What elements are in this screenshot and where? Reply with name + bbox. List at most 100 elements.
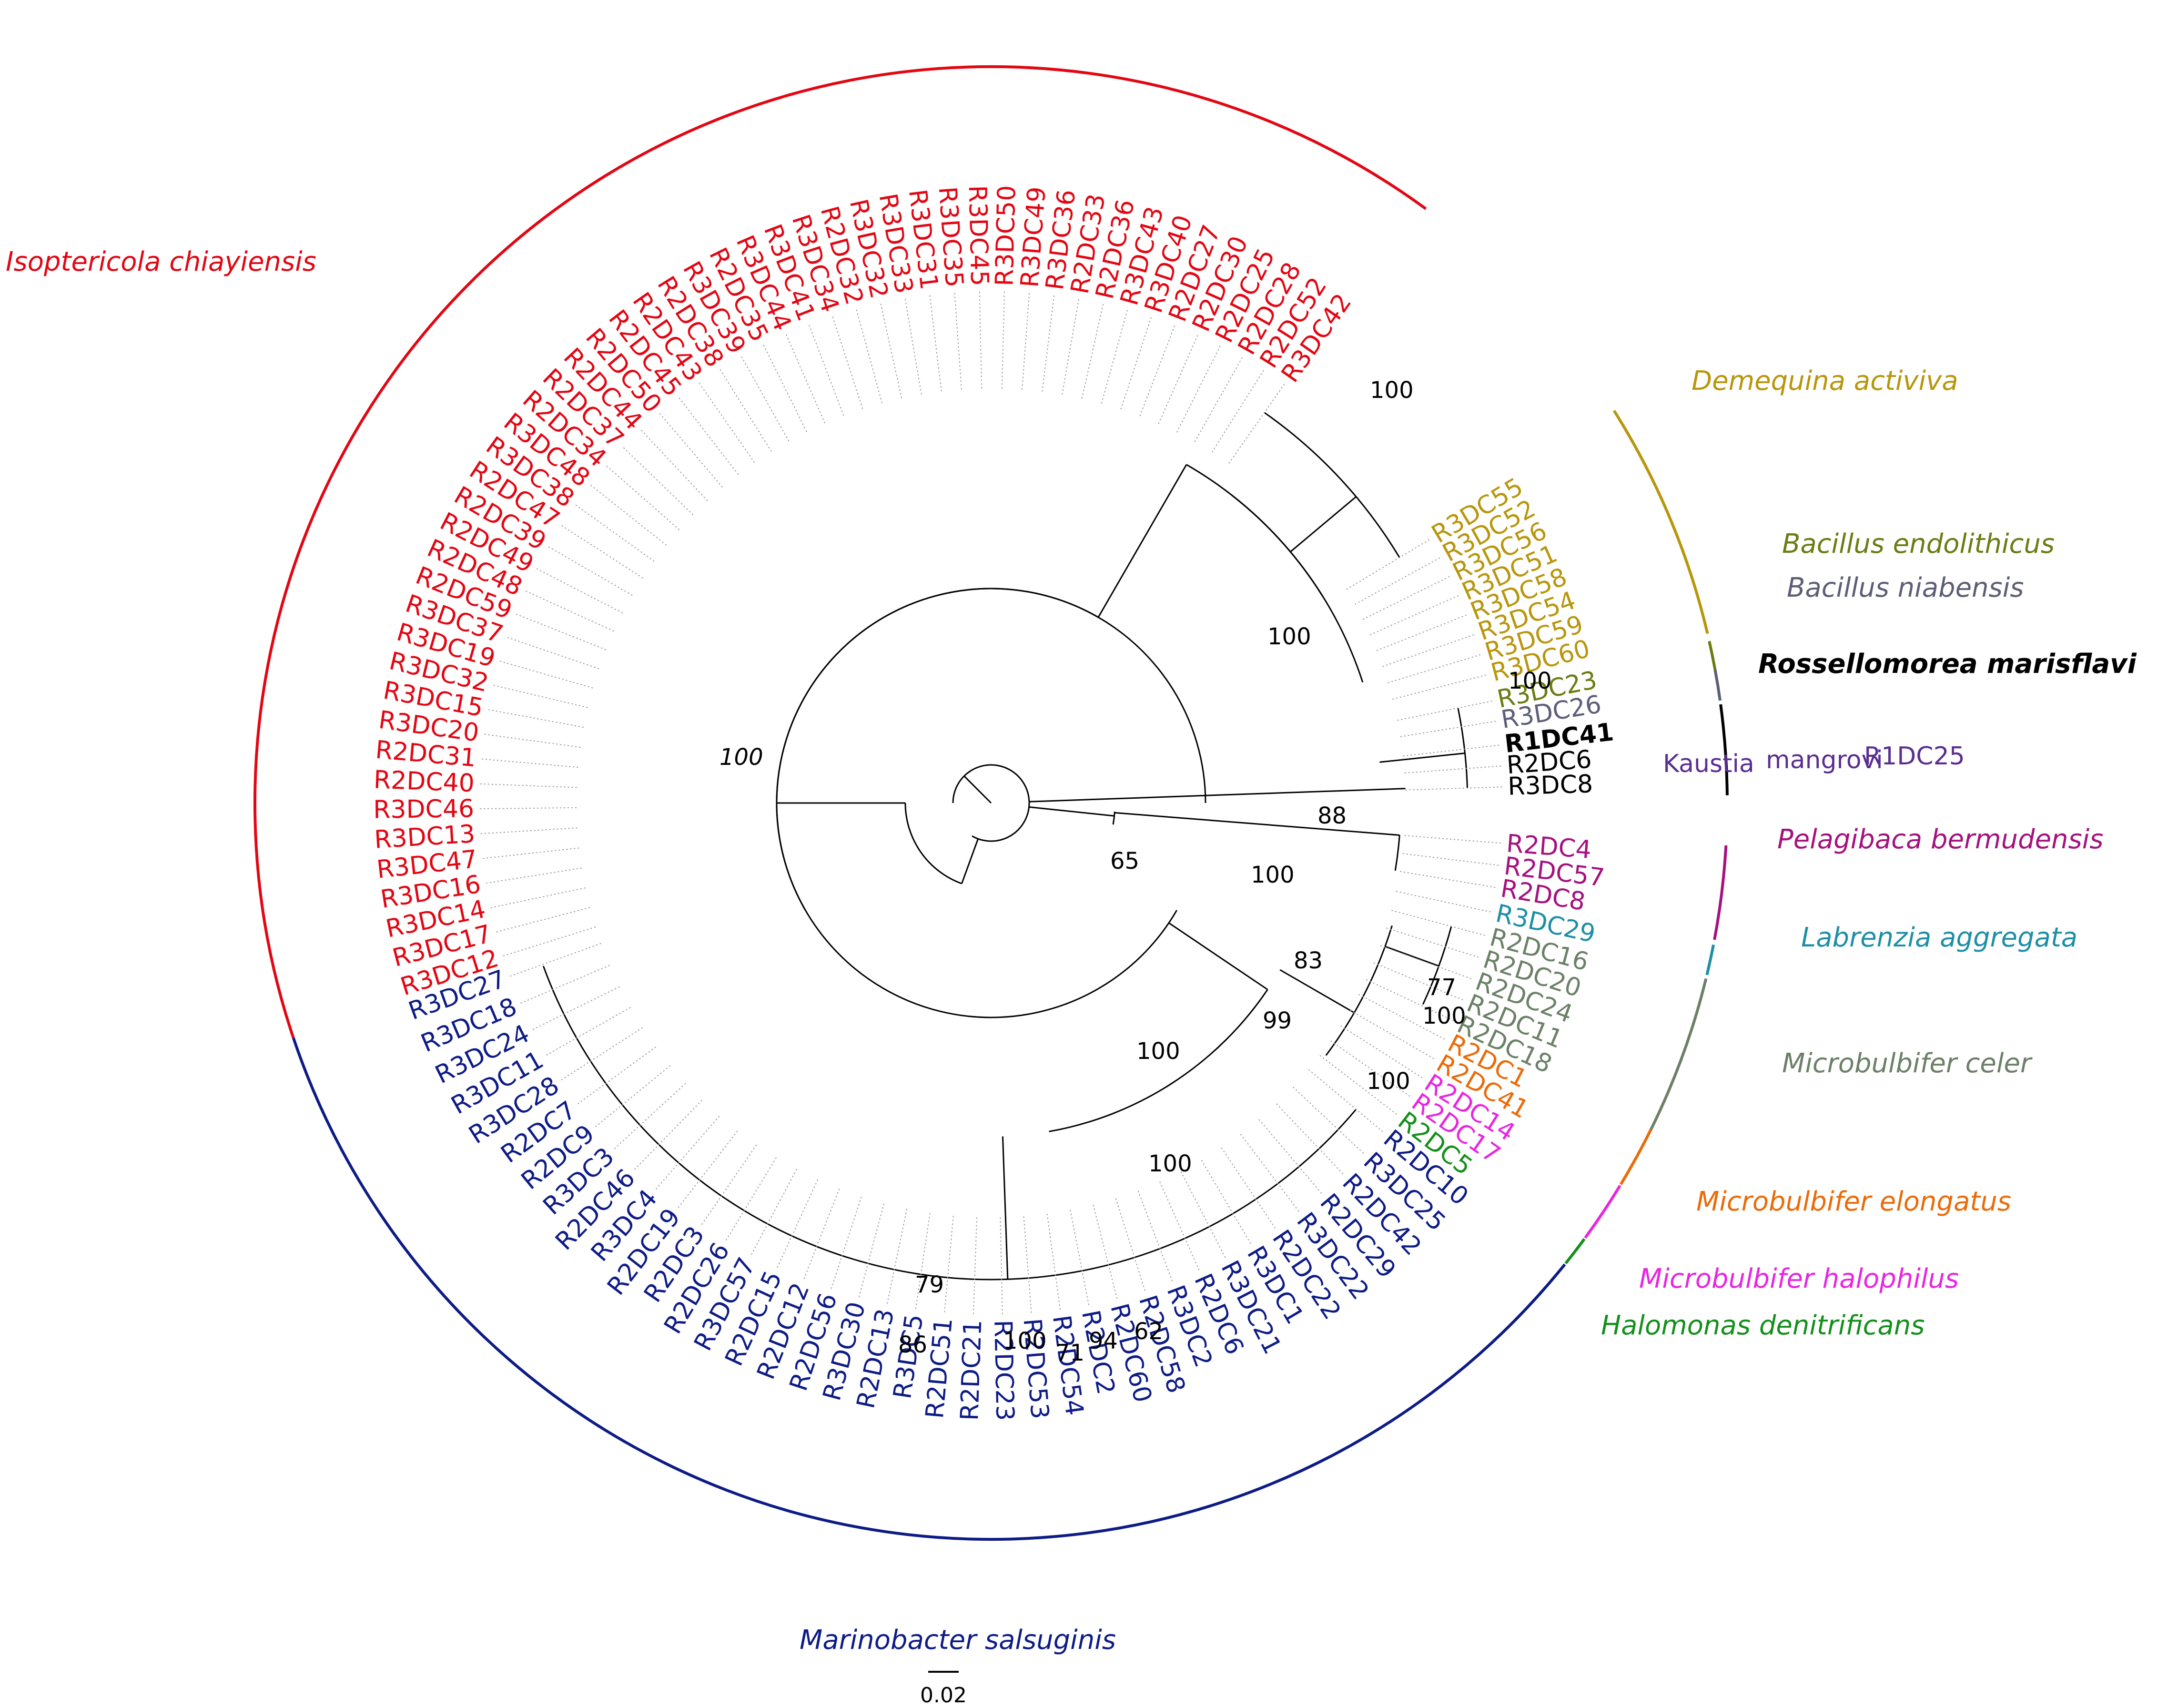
leaf-connector [1405, 786, 1502, 791]
clade-label-microbulbifer-celer: Microbulbifer celer [1782, 1048, 2033, 1079]
leaf-connector [1046, 1213, 1061, 1310]
leaf-connector [590, 485, 667, 546]
leaf-connector [803, 1189, 840, 1279]
leaf-connector [1319, 1055, 1397, 1115]
bootstrap-pelagibaca: 100 [1251, 862, 1295, 888]
gamma-stem [1168, 922, 1268, 990]
bootstrap-mar-86: 86 [898, 1332, 927, 1358]
bootstrap-gamma-outer: 100 [1136, 1038, 1180, 1065]
bootstrap-celer: 77 [1427, 974, 1456, 1001]
leaf-connector [480, 807, 577, 810]
leaf-connector [741, 356, 790, 442]
leaf-connector [546, 1007, 631, 1056]
clade-arcs [253, 65, 1729, 1541]
leaf-connector [503, 926, 596, 956]
clade-arc-bacillus_endolithicus [1708, 640, 1717, 672]
bootstrap-microbulbifer-inner: 83 [1294, 947, 1323, 974]
ross-arc [1457, 708, 1468, 788]
clade-label-labrenzia: Labrenzia aggregata [1801, 922, 2077, 953]
dummy [776, 588, 1206, 911]
leaf-connector [1176, 346, 1221, 433]
clade-arc-halomonas [1564, 1238, 1586, 1264]
bootstrap-pelagibaca-inner: 88 [1317, 803, 1347, 829]
clade-arc-labrenzia [1705, 944, 1715, 976]
clade-arc-bacillus_niabensis [1713, 670, 1722, 701]
leaf-connector [944, 1216, 954, 1312]
leaf-connector [785, 334, 826, 424]
leaf-connector [886, 1209, 908, 1304]
leaf-connector [1396, 891, 1491, 913]
clade-label-microbulbifer-halophilus: Microbulbifer halophilus [1639, 1263, 1959, 1294]
leaf-connector [763, 345, 807, 432]
leaf-label-isoptericola: R3DC50 [990, 185, 1021, 286]
leaf-connector [483, 847, 579, 859]
bootstrap-mar-79: 79 [915, 1271, 944, 1298]
inner-arc [904, 803, 962, 884]
bootstrap-mar-71: 71 [1055, 1340, 1084, 1366]
celer-arc [1422, 926, 1452, 1005]
leaf-connector [480, 783, 577, 788]
leaf-connector [678, 1130, 738, 1208]
bootstrap-gamma-inner: 100 [1148, 1150, 1192, 1177]
firmicutes-arc [1231, 494, 1323, 597]
leaf-connector [1391, 910, 1485, 936]
leaf-connector [526, 590, 614, 632]
leaf-connector [1221, 1147, 1276, 1229]
leaf-connector [1070, 1210, 1090, 1305]
leaf-connector [856, 309, 882, 403]
leaf-connector [507, 637, 599, 670]
clade-arc-marinobacter [292, 1037, 1566, 1541]
firm-arc2 [1186, 464, 1364, 683]
leaf-connector [1101, 310, 1128, 404]
ross-stem [1379, 752, 1465, 763]
leaf-connector [1373, 962, 1463, 1001]
leaf-connector [480, 827, 577, 834]
leaf-connector [641, 429, 708, 501]
leaf-connector [1194, 357, 1243, 442]
leaf-connector [1369, 595, 1459, 636]
clade-arc-isoptericola [253, 65, 1427, 1038]
leaf-connector [1404, 765, 1501, 774]
leaf-connector [1001, 292, 1005, 389]
leaf-connector [1392, 674, 1487, 700]
major-arc-upper [776, 588, 1099, 803]
leaf-connector [1399, 871, 1496, 888]
inner-stem [961, 838, 979, 884]
leaf-connector [1180, 1171, 1226, 1258]
leaf-connector [623, 447, 694, 516]
leaf-connector [1402, 853, 1499, 866]
leaf-connector [493, 684, 588, 708]
bootstrap-root: 100 [719, 744, 763, 771]
leaf-connector [1081, 304, 1104, 399]
pelagibaca-branch [1114, 812, 1400, 836]
leaf-label-isoptericola: R2DC40 [373, 765, 475, 798]
alpha-stem [1029, 806, 1114, 817]
leaf-connector [1404, 835, 1501, 844]
leaf-connector [699, 383, 755, 463]
kaustia-species: mangrovi [1766, 746, 1883, 774]
leaf-connector [777, 1179, 819, 1268]
leaf-connector [701, 1144, 757, 1225]
demeq-stem [1290, 496, 1357, 553]
kaustia-genus: Kaustia [1663, 750, 1754, 778]
bootstrap-demequina-isoptericola: 100 [1370, 377, 1414, 404]
leaf-connector [496, 907, 590, 933]
leaf-connector [726, 1157, 777, 1241]
leaf-connector [516, 613, 606, 651]
leaf-label-marinobacter: R2DC23 [988, 1320, 1019, 1421]
leaf-connector [1346, 539, 1430, 590]
leaf-connector [1211, 370, 1264, 453]
bootstrap-mar-62: 62 [1134, 1318, 1163, 1345]
leaf-connector [575, 504, 655, 562]
bootstrap-firmicutes: 100 [1267, 623, 1311, 650]
bootstrap-mar-94: 94 [1089, 1328, 1118, 1354]
leaf-connector [490, 887, 586, 908]
leaf-connector [536, 568, 623, 614]
leaf-connector [1115, 1198, 1145, 1291]
leaf-connector [606, 465, 680, 530]
clade-arc-microbulbifer_celer [1649, 978, 1708, 1131]
leaf-connector [1376, 614, 1467, 651]
microbulbifer-arc [1325, 925, 1393, 1056]
clade-label-halomonas: Halomonas denitrificans [1601, 1310, 1925, 1341]
